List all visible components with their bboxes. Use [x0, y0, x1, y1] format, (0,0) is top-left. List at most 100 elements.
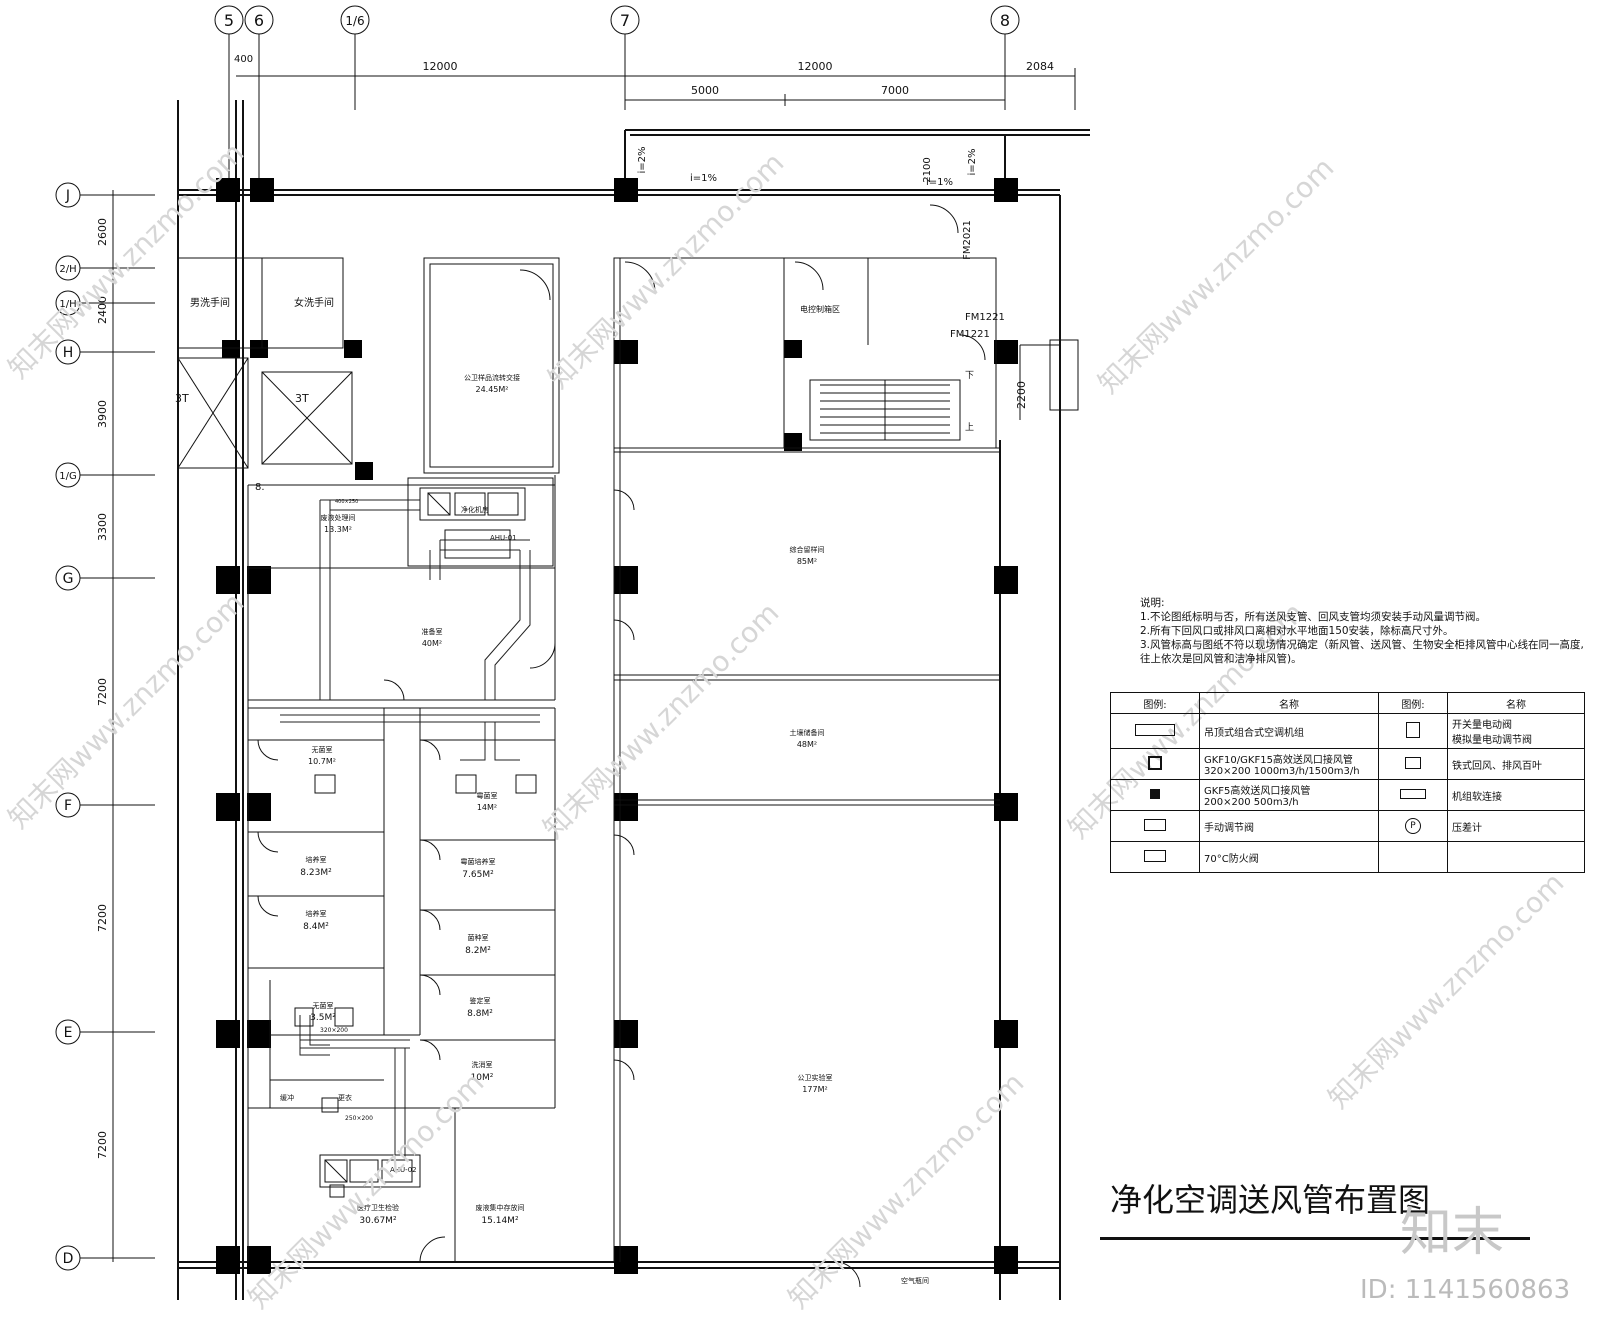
svg-text:知末网www.znzmo.com: 知末网www.znzmo.com	[2, 586, 251, 835]
svg-text:H: H	[63, 345, 74, 361]
svg-text:上: 上	[965, 422, 974, 433]
svg-text:霉菌培养室: 霉菌培养室	[461, 857, 496, 866]
axis-bubble-7: 7	[610, 5, 640, 35]
axis-bubble-2h: 2/H	[55, 255, 81, 281]
ahu-symbol-icon	[1135, 723, 1175, 736]
svg-text:3.5M²: 3.5M²	[310, 1013, 336, 1023]
interior-walls	[177, 257, 1079, 1262]
svg-text:i=1%: i=1%	[926, 177, 953, 188]
legend-row: GKF5高效送风口接风管 200×200 500m3/h 机组软连接	[1110, 779, 1585, 811]
svg-text:30.67M²: 30.67M²	[359, 1216, 397, 1226]
svg-text:下: 下	[965, 371, 974, 381]
svg-text:3900: 3900	[96, 400, 109, 428]
svg-text:7.65M²: 7.65M²	[462, 870, 494, 880]
legend-header-name-2: 名称	[1447, 692, 1585, 714]
legend-header: 图例: 名称 图例: 名称	[1110, 692, 1585, 714]
svg-text:知末网www.znzmo.com: 知末网www.znzmo.com	[1322, 866, 1571, 1115]
svg-text:400×250: 400×250	[335, 499, 358, 505]
svg-text:医疗卫生检验: 医疗卫生检验	[357, 1203, 399, 1212]
svg-text:缓冲: 缓冲	[280, 1093, 294, 1102]
svg-text:5000: 5000	[691, 84, 719, 97]
legend-header-symbol: 图例:	[1110, 692, 1200, 714]
svg-text:鉴定室: 鉴定室	[470, 996, 491, 1005]
return-grille-icon	[1405, 756, 1421, 769]
svg-text:7200: 7200	[96, 1131, 109, 1159]
svg-text:AHU-01: AHU-01	[490, 534, 517, 542]
svg-text:177M²: 177M²	[802, 1085, 827, 1094]
svg-text:i=1%: i=1%	[690, 173, 717, 184]
legend-name	[1447, 841, 1585, 873]
svg-text:培养室: 培养室	[306, 909, 327, 918]
svg-text:3300: 3300	[96, 513, 109, 541]
door-swings	[257, 204, 986, 1288]
svg-text:无菌室: 无菌室	[313, 1001, 334, 1010]
svg-text:12000: 12000	[423, 60, 458, 73]
notes-line-4: 往上依次是回风管和洁净排风管)。	[1140, 653, 1302, 665]
notes-line-1: 1.不论图纸标明与否，所有送风支管、回风支管均须安装手动风量调节阀。	[1140, 611, 1487, 623]
svg-text:综合留样间: 综合留样间	[790, 545, 825, 554]
svg-text:菌种室: 菌种室	[468, 933, 489, 942]
svg-text:无菌室: 无菌室	[312, 745, 333, 754]
pressure-gauge-icon: P	[1405, 818, 1421, 834]
svg-text:FM2021: FM2021	[962, 220, 973, 260]
svg-text:85M²: 85M²	[797, 557, 817, 566]
svg-text:40M²: 40M²	[422, 639, 442, 648]
svg-text:D: D	[63, 1251, 74, 1267]
axis-bubble-1-6: 1/6	[340, 5, 370, 35]
svg-text:FM1221: FM1221	[950, 329, 990, 340]
legend-header-symbol-2: 图例:	[1378, 692, 1448, 714]
axis-bubble-6: 6	[244, 5, 274, 35]
svg-text:5: 5	[224, 11, 234, 30]
room-labels: 男洗手间 女洗手间 3T 3T 公卫样品流转交接 24.45M² 电控制箱区 综…	[175, 296, 929, 1285]
axis-bubble-5: 5	[214, 5, 244, 35]
flexible-connector-icon	[1400, 788, 1426, 799]
hepa-diffuser-large-icon	[1148, 755, 1162, 770]
svg-text:7: 7	[620, 11, 630, 30]
svg-text:2084: 2084	[1026, 60, 1054, 73]
svg-text:7200: 7200	[96, 678, 109, 706]
misc-labels: 下 上 8. AHU-01 AHU-02 320×200 250×200 400…	[255, 146, 1028, 1174]
svg-text:13.3M²: 13.3M²	[324, 525, 352, 534]
legend-row: 70°C防火阀	[1110, 841, 1585, 873]
svg-text:洗消室: 洗消室	[472, 1060, 493, 1069]
legend-name: 铁式回风、排风百叶	[1447, 748, 1585, 780]
svg-text:1/6: 1/6	[345, 14, 364, 28]
legend-row: 手动调节阀 P 压差计	[1110, 810, 1585, 842]
svg-text:知末网www.znzmo.com: 知末网www.znzmo.com	[542, 146, 791, 395]
axis-bubbles-top: 5 6 1/6 7 8	[214, 5, 1020, 35]
svg-text:2400: 2400	[96, 296, 109, 324]
svg-text:14M²: 14M²	[477, 803, 497, 812]
legend-name: 吊顶式组合式空调机组	[1199, 713, 1379, 749]
svg-text:8.4M²: 8.4M²	[303, 922, 329, 932]
svg-text:FM1221: FM1221	[965, 312, 1005, 323]
svg-text:F: F	[64, 798, 72, 814]
svg-text:废液处理间: 废液处理间	[321, 513, 356, 522]
svg-text:10.7M²: 10.7M²	[308, 757, 336, 766]
axis-bubble-g: G	[55, 565, 81, 591]
svg-text:G: G	[63, 571, 74, 587]
svg-text:1/H: 1/H	[59, 299, 76, 310]
svg-text:废液集中存放间: 废液集中存放间	[476, 1203, 525, 1212]
svg-text:2100: 2100	[922, 157, 933, 182]
legend-row: GKF10/GKF15高效送风口接风管 320×200 1000m3/h/150…	[1110, 748, 1585, 780]
svg-text:320×200: 320×200	[320, 1027, 348, 1034]
svg-text:3T: 3T	[175, 392, 189, 405]
columns	[216, 178, 1018, 1274]
svg-text:AHU-02: AHU-02	[390, 1166, 417, 1174]
svg-text:6: 6	[254, 11, 264, 30]
svg-text:2/H: 2/H	[59, 264, 76, 275]
supply-ducts	[280, 499, 540, 1160]
svg-text:12000: 12000	[798, 60, 833, 73]
svg-text:8.23M²: 8.23M²	[300, 868, 332, 878]
svg-text:2600: 2600	[96, 218, 109, 246]
svg-text:48M²: 48M²	[797, 740, 817, 749]
svg-text:24.45M²: 24.45M²	[475, 385, 508, 394]
svg-text:1/G: 1/G	[59, 471, 76, 482]
notes-line-3: 3.风管标高与图纸不符以现场情况确定（新风管、送风管、生物安全柜排风管中心线在同…	[1140, 639, 1584, 651]
legend-name: GKF10/GKF15高效送风口接风管 320×200 1000m3/h/150…	[1199, 748, 1379, 780]
legend-name: 机组软连接	[1447, 779, 1585, 811]
svg-text:2200: 2200	[1015, 381, 1028, 409]
svg-text:土壤储备间: 土壤储备间	[790, 728, 825, 737]
svg-text:7200: 7200	[96, 904, 109, 932]
